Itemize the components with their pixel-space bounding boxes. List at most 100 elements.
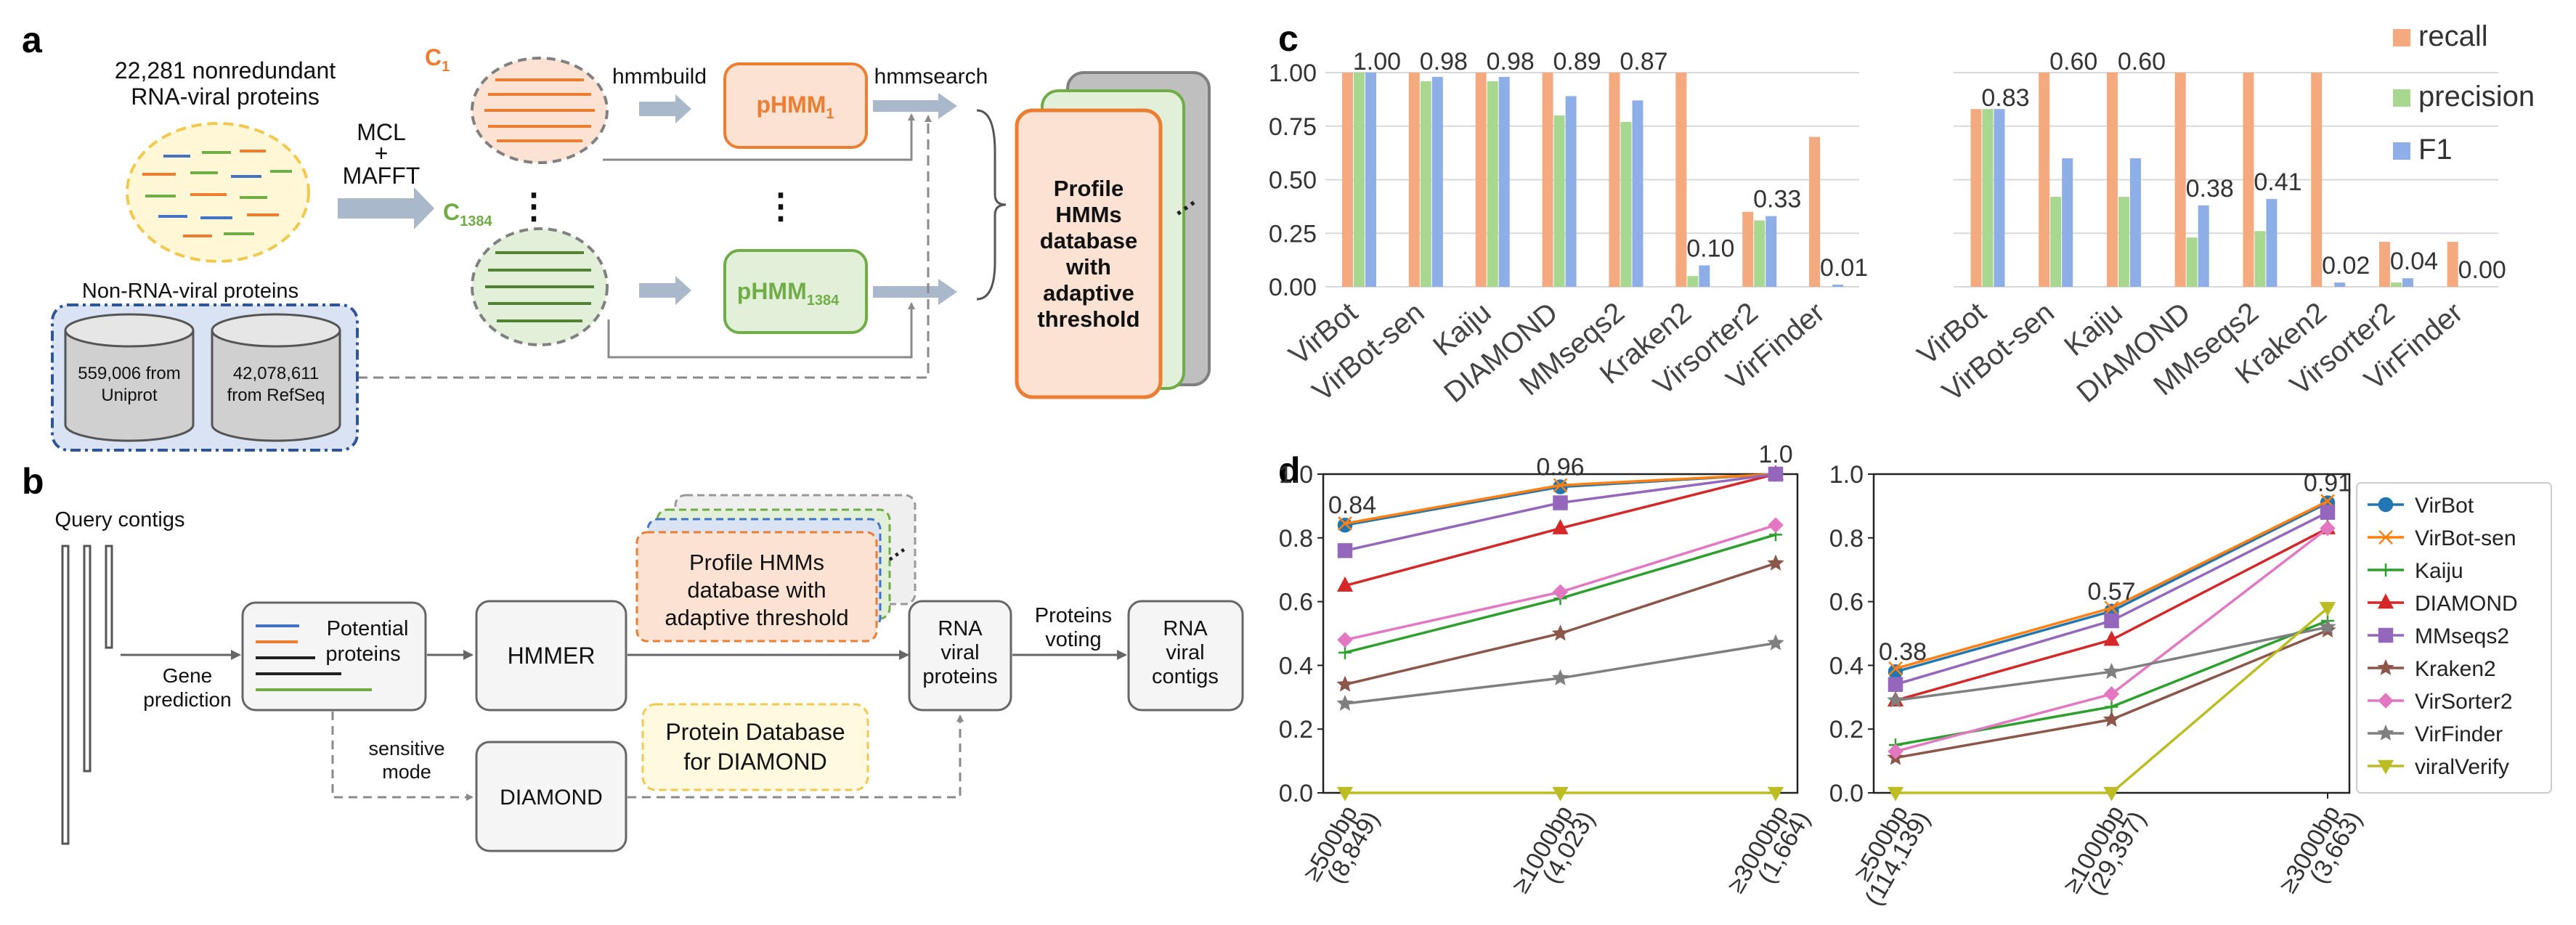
- legend-swatch-recall: [2393, 29, 2410, 46]
- brace: [976, 109, 1007, 301]
- protein-db-line1: Protein Database: [665, 719, 845, 745]
- bar-value-label: 0.60: [2049, 48, 2097, 76]
- data-point: [2102, 662, 2121, 680]
- rna-proteins-line3: proteins: [922, 665, 997, 688]
- legend-label: VirSorter2: [2415, 690, 2513, 714]
- bar-recall: [1809, 136, 1821, 287]
- nonviral-title: Non-RNA-viral proteins: [82, 280, 298, 303]
- data-point: [2319, 602, 2336, 616]
- legend-swatch-precision: [2393, 89, 2410, 107]
- svg-text:adaptive: adaptive: [1043, 280, 1134, 306]
- bar-value-label: 0.87: [1620, 48, 1667, 76]
- panel-a: a 22,281 nonredundant RNA-viral proteins…: [22, 20, 1211, 452]
- hmmsearch-arrow-1: [873, 93, 957, 119]
- cluster-1-label: C1: [425, 44, 450, 75]
- bar-f1: [2334, 282, 2346, 287]
- phmm-n-label: pHMM1384: [737, 278, 840, 309]
- plus-label: +: [375, 140, 389, 166]
- line-chart-right: 0.00.20.40.60.81.0≥500bp(114,139)≥1000bp…: [1829, 461, 2368, 910]
- viral-proteins-title-2: RNA-viral proteins: [131, 83, 320, 110]
- y-tick-label: 0.8: [1279, 525, 1313, 553]
- data-point: [1337, 543, 1353, 558]
- data-point: [2104, 613, 2119, 629]
- bar-value-label: 0.10: [1686, 235, 1734, 263]
- data-point: [2378, 693, 2394, 709]
- y-tick-label: 0.6: [1829, 589, 1864, 616]
- legend-recall: recall: [2418, 20, 2488, 52]
- y-tick-label: 0.0: [1279, 780, 1313, 807]
- data-point: [1553, 478, 1568, 493]
- bar-value-label: 1.00: [1353, 48, 1401, 76]
- refseq-db-line2: from RefSeq: [227, 386, 325, 405]
- panel-label-d: d: [1278, 450, 1301, 491]
- y-tick-label: 0.75: [1269, 113, 1317, 141]
- bar-precision: [1982, 109, 1994, 287]
- bar-legend: recall precision F1: [2393, 20, 2535, 166]
- bar-recall: [1475, 73, 1487, 287]
- bar-value-label: 0.60: [2118, 48, 2166, 76]
- data-point: [2104, 600, 2119, 616]
- bar-f1: [1431, 76, 1443, 288]
- data-point: [2378, 497, 2394, 513]
- point-annotation: 0.91: [2304, 470, 2352, 497]
- y-tick-label: 0.2: [1829, 716, 1864, 743]
- bar-recall: [1542, 73, 1553, 287]
- bar-recall: [2106, 73, 2118, 287]
- bar-value-label: 0.38: [2186, 175, 2234, 203]
- contig-bar-1: [61, 545, 70, 845]
- cluster-dots: ⋮: [516, 187, 551, 226]
- legend-label: VirBot: [2415, 494, 2474, 518]
- legend-label: Kaiju: [2415, 559, 2463, 583]
- bar-recall: [1970, 109, 1982, 287]
- contig-bar-2: [83, 545, 92, 773]
- protein-db-box: [641, 703, 869, 791]
- svg-text:with: with: [1065, 254, 1111, 280]
- potential-line1: Potential: [327, 617, 409, 640]
- bar-f1: [1766, 216, 1777, 287]
- y-tick-label: 0.8: [1829, 525, 1864, 553]
- y-tick-label: 0.6: [1279, 589, 1313, 616]
- bar-f1: [2198, 205, 2209, 287]
- legend-frame: [2356, 482, 2552, 794]
- cluster-1-lines: [484, 78, 595, 142]
- bar-value-label: 0.04: [2390, 248, 2438, 275]
- bar-f1: [1365, 73, 1376, 287]
- data-point: [2378, 530, 2393, 545]
- y-tick-label: 0.4: [1829, 652, 1864, 680]
- data-point: [1767, 786, 1784, 802]
- line-legend: VirBotVirBot-senKaijuDIAMONDMMseqs2Krake…: [2356, 482, 2552, 794]
- data-point: [1336, 675, 1354, 692]
- hmmbuild-arrow-1: [639, 94, 691, 123]
- data-point: [1767, 554, 1784, 571]
- data-point: [1337, 632, 1353, 648]
- data-point: [1553, 495, 1568, 510]
- protein-dashes: [142, 150, 292, 237]
- point-annotation: 0.38: [1879, 638, 1927, 666]
- potential-line2: proteins: [325, 643, 400, 666]
- svg-text:HMMs: HMMs: [1055, 202, 1121, 227]
- data-point: [2102, 710, 2121, 727]
- query-contigs-label: Query contigs: [55, 508, 185, 531]
- data-point: [1767, 634, 1784, 651]
- svg-text:database: database: [1040, 228, 1137, 253]
- bar-precision: [1620, 121, 1632, 287]
- panel-label-c: c: [1278, 18, 1299, 59]
- bar-recall: [1341, 73, 1353, 287]
- bar-recall: [2447, 242, 2458, 287]
- data-point: [2377, 724, 2394, 741]
- bar-precision: [1754, 220, 1766, 287]
- data-point: [1552, 518, 1569, 534]
- potential-proteins-box: [241, 601, 427, 712]
- y-tick-label: 0.0: [1829, 780, 1864, 807]
- sensitive-arrow: [331, 712, 474, 801]
- contig-bar-3: [105, 545, 113, 649]
- data-point: [1337, 517, 1353, 533]
- data-point: [1336, 786, 1354, 802]
- bar-recall: [2311, 73, 2323, 287]
- rna-contigs-box: [1127, 600, 1244, 712]
- protein-db-line2: for DIAMOND: [683, 749, 826, 775]
- data-point: [2320, 505, 2336, 520]
- point-annotation: 0.57: [2087, 578, 2135, 606]
- line-chart-left: 0.00.20.40.60.81.0≥500bp(8,849)≥1000bp(4…: [1279, 441, 1816, 897]
- legend-precision: precision: [2418, 81, 2535, 113]
